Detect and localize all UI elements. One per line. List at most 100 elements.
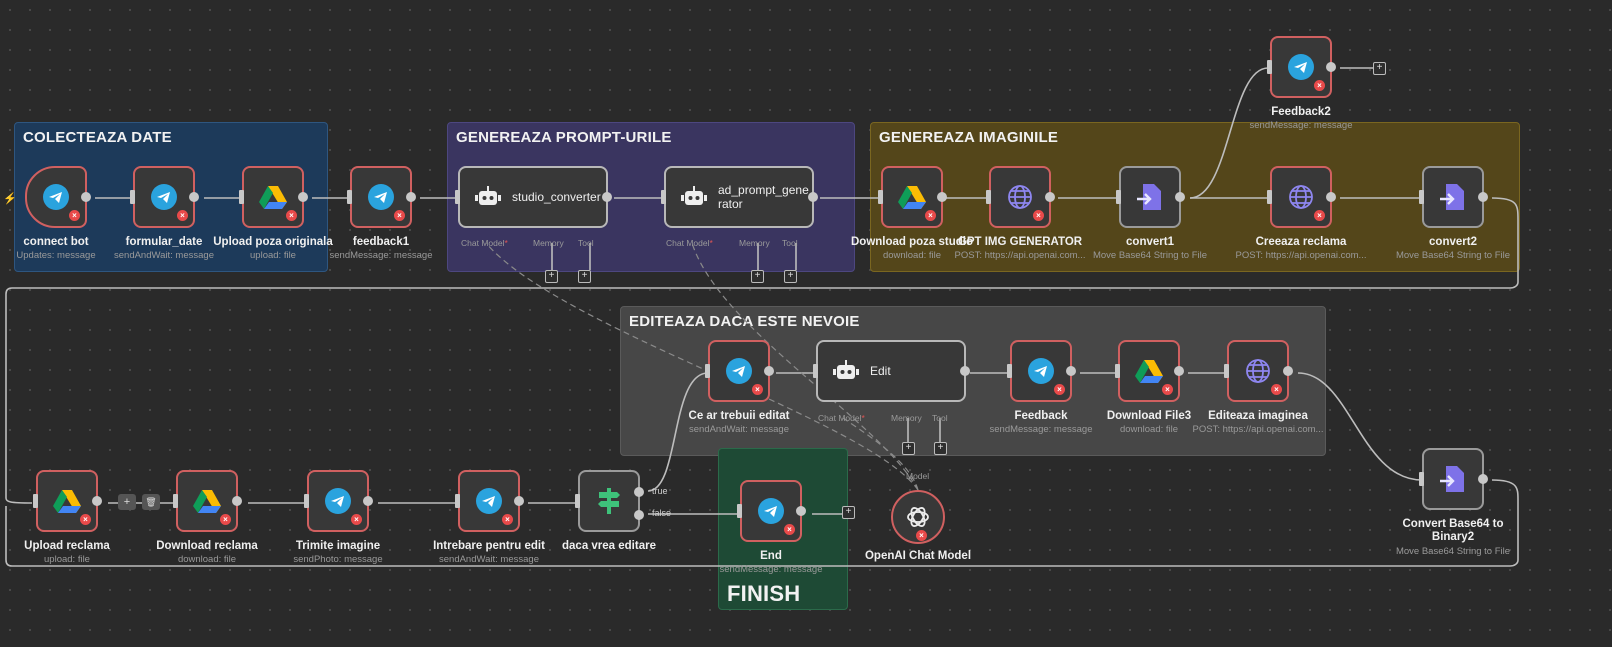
output-port[interactable] bbox=[232, 496, 242, 506]
output-port[interactable] bbox=[1478, 192, 1488, 202]
google-drive-icon bbox=[1135, 360, 1163, 383]
node-download-reclama[interactable]: × bbox=[173, 470, 242, 532]
output-port[interactable] bbox=[92, 496, 102, 506]
node-editeaza-imaginea[interactable]: × bbox=[1224, 340, 1293, 402]
node-ce-ar-trebuii-editat[interactable]: × bbox=[705, 340, 774, 402]
node-upload-reclama[interactable]: × bbox=[33, 470, 102, 532]
input-port[interactable] bbox=[1419, 472, 1424, 486]
output-port[interactable] bbox=[406, 192, 416, 202]
add-tool-button[interactable]: + bbox=[934, 442, 947, 455]
node-subtitle: Updates: message bbox=[16, 250, 96, 261]
output-port-true[interactable] bbox=[634, 487, 644, 497]
google-drive-icon bbox=[898, 186, 926, 209]
node-subtitle: sendMessage: message bbox=[329, 250, 433, 261]
input-port[interactable] bbox=[130, 190, 135, 204]
node-label: connect bot bbox=[23, 236, 89, 248]
add-tool-button[interactable]: + bbox=[784, 270, 797, 283]
node-feedback2[interactable]: × bbox=[1267, 36, 1336, 98]
node-connect-bot[interactable]: × bbox=[25, 166, 91, 228]
output-port[interactable] bbox=[1326, 192, 1336, 202]
output-port[interactable] bbox=[1066, 366, 1076, 376]
port-label-chat-model: Chat Model* bbox=[818, 413, 865, 423]
input-port[interactable] bbox=[1115, 364, 1120, 378]
output-port[interactable] bbox=[1283, 366, 1293, 376]
node-openai-chat-model[interactable]: × bbox=[891, 490, 945, 544]
input-port[interactable] bbox=[455, 190, 460, 204]
node-download-poza-studio[interactable]: × bbox=[878, 166, 947, 228]
output-port[interactable] bbox=[1478, 474, 1488, 484]
node-creeaza-reclama[interactable]: × bbox=[1267, 166, 1336, 228]
telegram-icon bbox=[758, 498, 784, 524]
node-convert-base64-binary2[interactable] bbox=[1419, 448, 1488, 510]
add-node-button[interactable]: + bbox=[842, 506, 855, 519]
node-feedback1[interactable]: × bbox=[347, 166, 416, 228]
node-upload-poza-originala[interactable]: × bbox=[239, 166, 308, 228]
input-port[interactable] bbox=[1116, 190, 1121, 204]
input-port[interactable] bbox=[1267, 60, 1272, 74]
add-tool-button[interactable]: + bbox=[578, 270, 591, 283]
output-port-false[interactable] bbox=[634, 510, 644, 520]
output-port[interactable] bbox=[298, 192, 308, 202]
output-port[interactable] bbox=[796, 506, 806, 516]
node-download-file3[interactable]: × bbox=[1115, 340, 1184, 402]
node-label: feedback1 bbox=[352, 236, 410, 248]
input-port[interactable] bbox=[878, 190, 883, 204]
node-label: Convert Base64 to bbox=[1402, 518, 1504, 530]
node-ad-prompt-generator[interactable]: ad_prompt_generator bbox=[661, 166, 818, 228]
node-trimite-imagine[interactable]: × bbox=[304, 470, 373, 532]
output-port[interactable] bbox=[1175, 192, 1185, 202]
input-port[interactable] bbox=[986, 190, 991, 204]
node-label: Upload reclama bbox=[24, 540, 110, 552]
node-studio-converter[interactable]: studio_converter bbox=[455, 166, 612, 228]
input-port[interactable] bbox=[737, 504, 742, 518]
add-memory-button[interactable]: + bbox=[902, 442, 915, 455]
output-port[interactable] bbox=[602, 192, 612, 202]
input-port[interactable] bbox=[347, 190, 352, 204]
input-port[interactable] bbox=[1224, 364, 1229, 378]
output-port[interactable] bbox=[189, 192, 199, 202]
output-port[interactable] bbox=[514, 496, 524, 506]
output-port[interactable] bbox=[764, 366, 774, 376]
node-label: convert1 bbox=[1126, 236, 1174, 248]
input-port[interactable] bbox=[173, 494, 178, 508]
add-memory-button[interactable]: + bbox=[545, 270, 558, 283]
input-port[interactable] bbox=[1267, 190, 1272, 204]
output-port[interactable] bbox=[1045, 192, 1055, 202]
input-port[interactable] bbox=[813, 364, 818, 378]
input-port[interactable] bbox=[661, 190, 666, 204]
node-convert1[interactable] bbox=[1116, 166, 1185, 228]
output-port[interactable] bbox=[81, 192, 91, 202]
node-subtitle: download: file bbox=[177, 554, 237, 565]
output-port[interactable] bbox=[808, 192, 818, 202]
input-port[interactable] bbox=[33, 494, 38, 508]
output-port[interactable] bbox=[960, 366, 970, 376]
input-port[interactable] bbox=[1007, 364, 1012, 378]
node-edit-agent[interactable]: Edit bbox=[813, 340, 970, 402]
node-gpt-img-generator[interactable]: × bbox=[986, 166, 1055, 228]
add-node-button[interactable]: + bbox=[118, 494, 136, 510]
input-port[interactable] bbox=[705, 364, 710, 378]
input-port[interactable] bbox=[304, 494, 309, 508]
output-port[interactable] bbox=[363, 496, 373, 506]
node-end[interactable]: × bbox=[737, 480, 806, 542]
node-intrebare-pentru-edit[interactable]: × bbox=[455, 470, 524, 532]
node-label: formular_date bbox=[125, 236, 203, 248]
input-port[interactable] bbox=[239, 190, 244, 204]
node-subtitle: POST: https://api.openai.com... bbox=[1192, 424, 1324, 435]
node-daca-vrea-editare[interactable] bbox=[575, 470, 644, 532]
output-port[interactable] bbox=[1174, 366, 1184, 376]
output-port[interactable] bbox=[1326, 62, 1336, 72]
input-port[interactable] bbox=[455, 494, 460, 508]
group-title: GENEREAZA PROMPT-URILE bbox=[456, 129, 672, 146]
trash-icon[interactable]: 🗑 bbox=[142, 494, 160, 510]
add-memory-button[interactable]: + bbox=[751, 270, 764, 283]
telegram-icon bbox=[1028, 358, 1054, 384]
input-port[interactable] bbox=[575, 494, 580, 508]
node-convert2[interactable] bbox=[1419, 166, 1488, 228]
input-port[interactable] bbox=[1419, 190, 1424, 204]
add-node-button[interactable]: + bbox=[1373, 62, 1386, 75]
output-port[interactable] bbox=[937, 192, 947, 202]
node-formular-date[interactable]: × bbox=[130, 166, 199, 228]
node-label: Upload poza originala bbox=[213, 236, 333, 248]
node-feedback[interactable]: × bbox=[1007, 340, 1076, 402]
